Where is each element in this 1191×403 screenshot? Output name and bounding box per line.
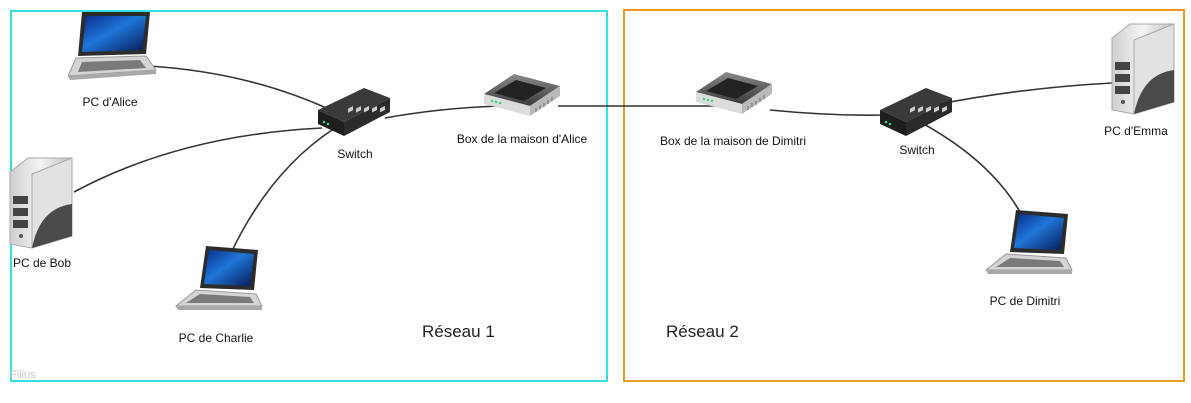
network-1-label: Réseau 1 bbox=[422, 322, 495, 341]
link-box-dimitri-switch2 bbox=[769, 109, 886, 116]
link-switch2-emma bbox=[934, 82, 1113, 106]
pc-bob-label: PC de Bob bbox=[12, 256, 72, 270]
switch1-label: Switch bbox=[337, 147, 373, 161]
watermark: Filius bbox=[10, 369, 36, 381]
switch-icon bbox=[880, 88, 952, 136]
link-alice-switch1 bbox=[147, 65, 336, 113]
switch2-label: Switch bbox=[899, 143, 935, 157]
pc-emma-label: PC d'Emma bbox=[1104, 124, 1168, 138]
switch-icon bbox=[318, 88, 390, 136]
router-icon bbox=[696, 72, 772, 114]
link-switch2-dimitri bbox=[919, 121, 1021, 213]
box-alice-label: Box de la maison d'Alice bbox=[456, 132, 588, 146]
laptop-icon bbox=[174, 246, 263, 310]
box-dimitri-label: Box de la maison de Dimitri bbox=[659, 134, 807, 148]
router-icon bbox=[484, 74, 560, 116]
pc-charlie-label: PC de Charlie bbox=[178, 331, 254, 345]
tower-icon bbox=[1111, 23, 1175, 115]
pc-dimitri-label: PC de Dimitri bbox=[989, 294, 1061, 308]
laptop-icon bbox=[67, 12, 157, 80]
pc-alice-label: PC d'Alice bbox=[82, 95, 138, 109]
tower-icon bbox=[9, 157, 73, 249]
link-switch1-box-alice bbox=[384, 105, 501, 119]
laptop-icon bbox=[984, 210, 1073, 274]
network-zone-2 bbox=[623, 9, 1185, 382]
link-bob-switch1 bbox=[73, 127, 323, 193]
network-2-label: Réseau 2 bbox=[666, 322, 739, 341]
link-charlie-switch1 bbox=[229, 127, 336, 256]
